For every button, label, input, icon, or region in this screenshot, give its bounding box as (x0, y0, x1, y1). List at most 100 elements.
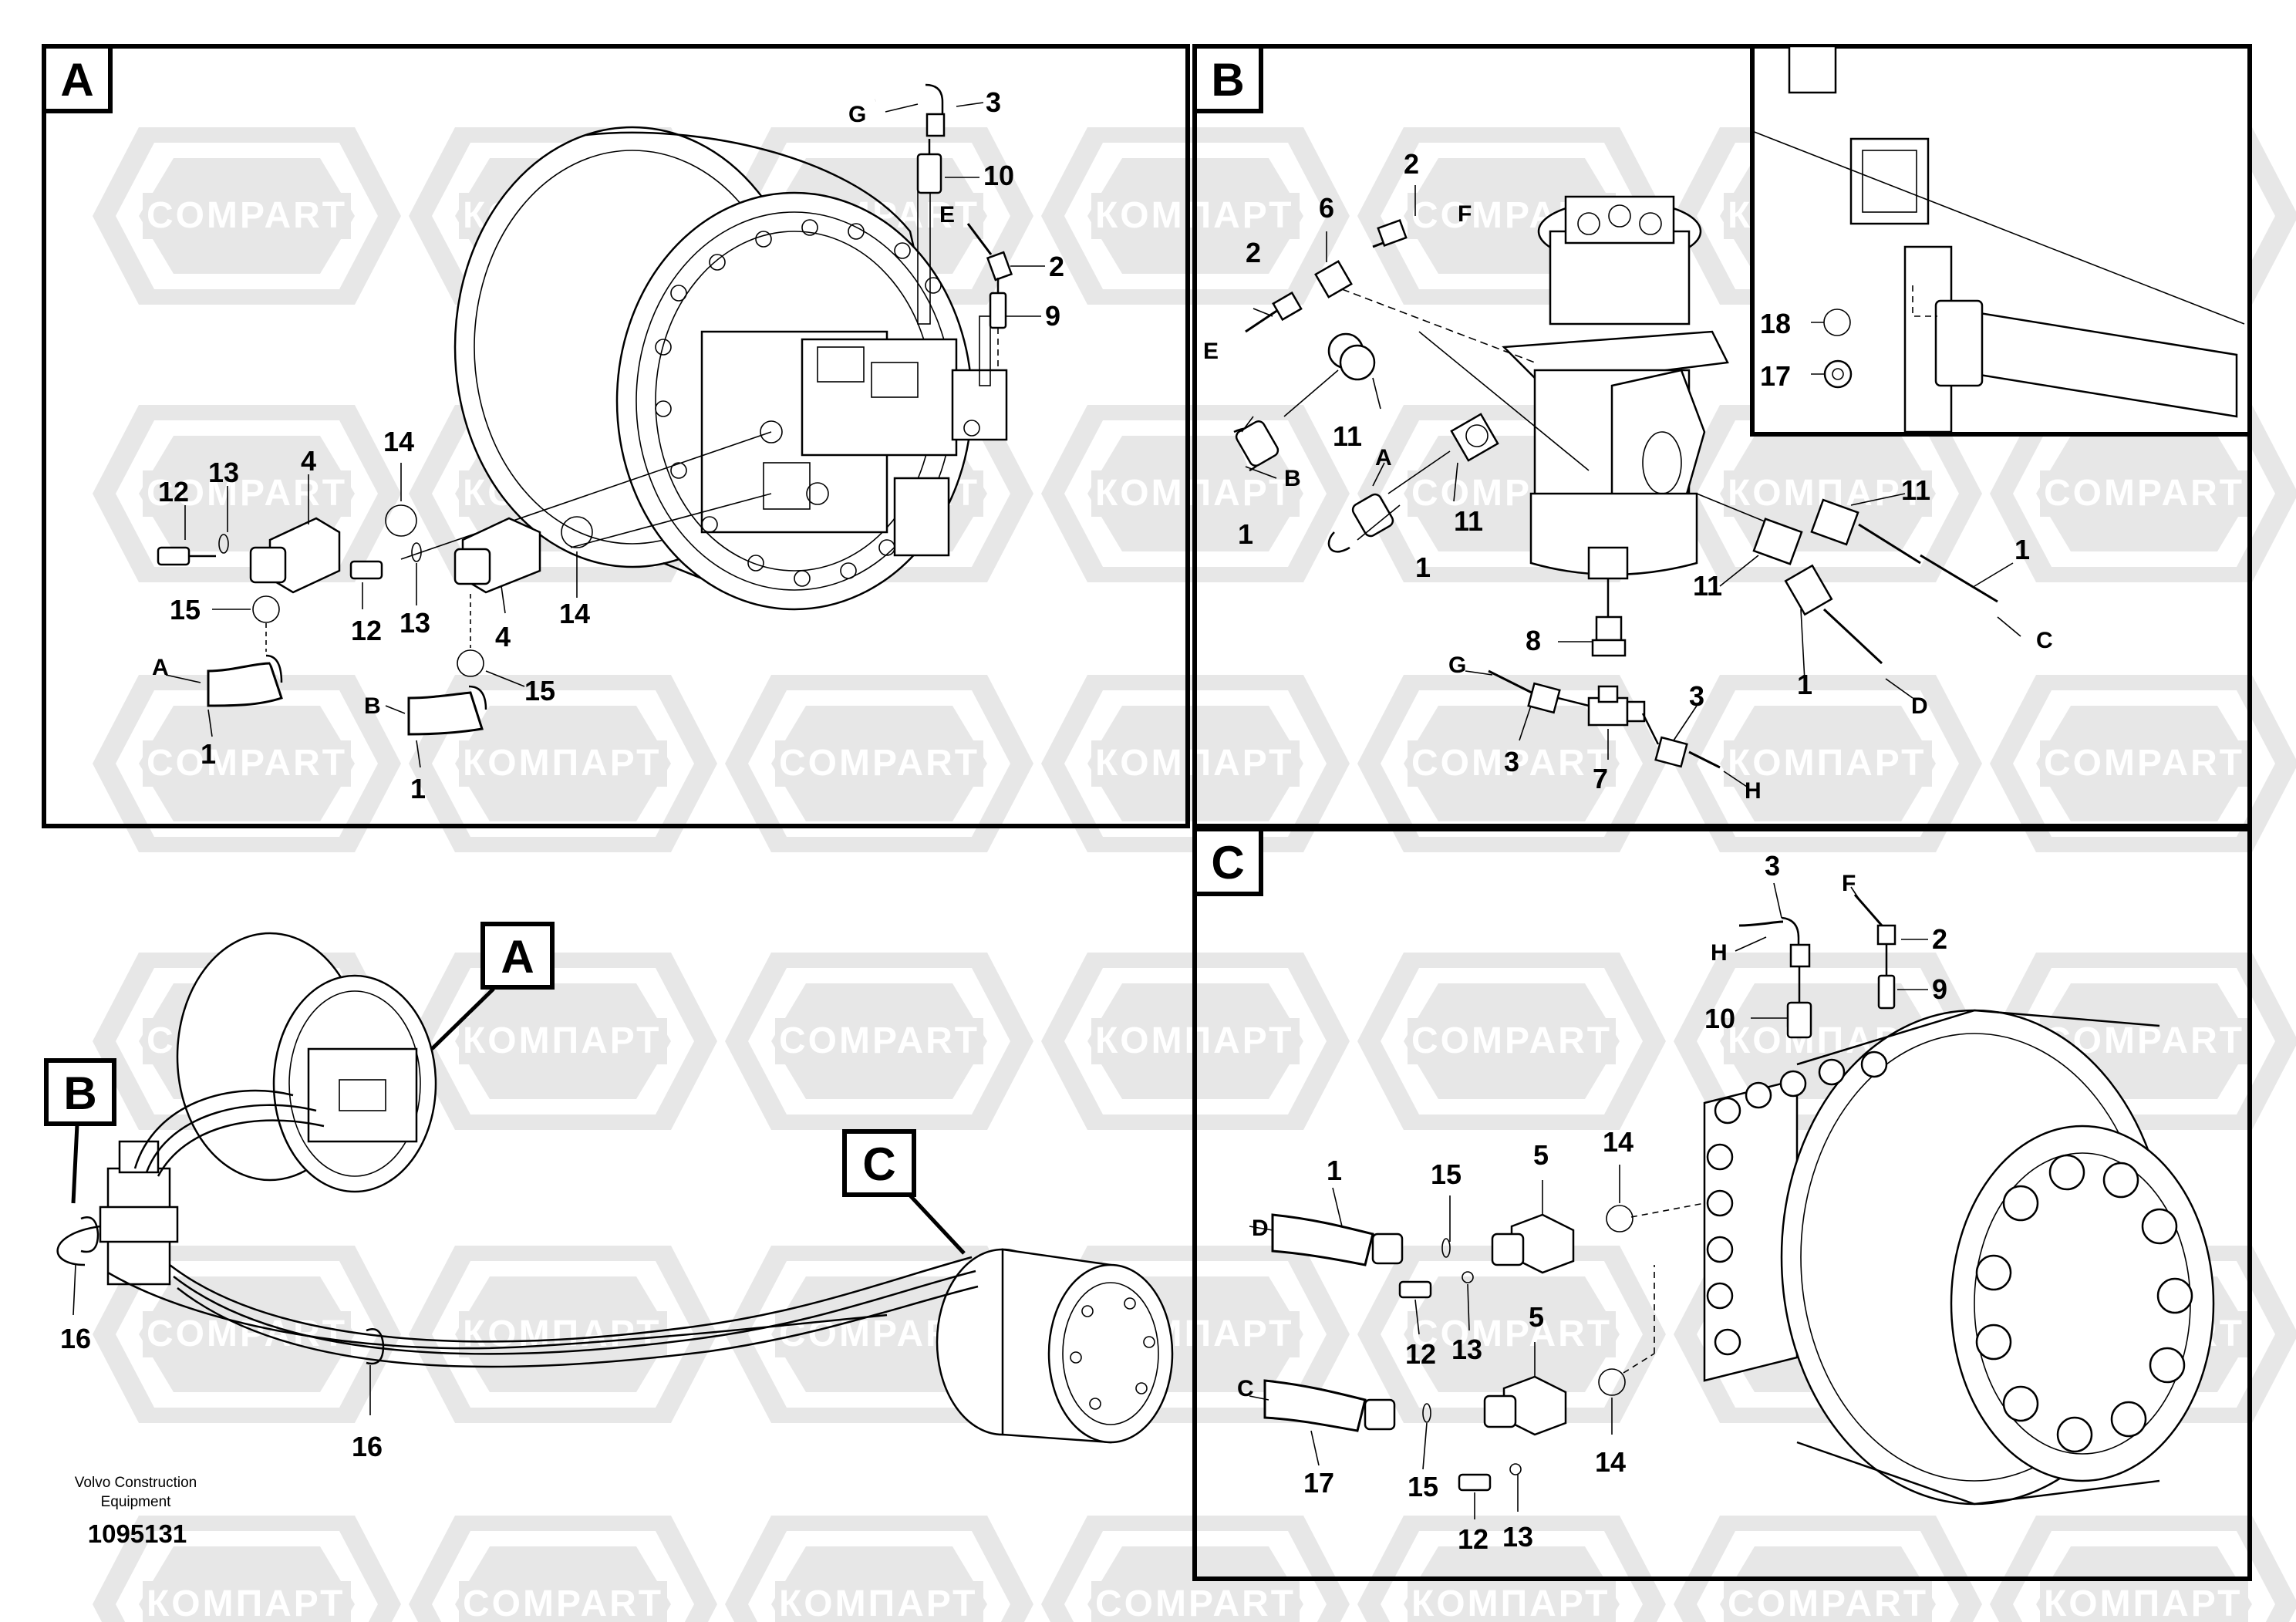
wm-kompart: КОМПАРТ (2044, 1583, 2242, 1622)
label-2: 2 (1404, 148, 1419, 180)
panel-c-badge (1192, 827, 1263, 896)
label-14: 14 (383, 426, 414, 457)
flange-group-left-a (157, 504, 417, 707)
wm-compart: COMPART (779, 1020, 979, 1061)
panel-a-labels: G 3 10 E 2 9 12 13 4 14 15 A 1 12 13 4 1… (152, 86, 1064, 804)
wm-compart: COMPART (147, 195, 347, 236)
label-17: 17 (1303, 1467, 1334, 1499)
label-2: 2 (1049, 251, 1064, 282)
label-1: 1 (1238, 518, 1253, 550)
label-13: 13 (400, 607, 430, 639)
panel-c-badge-label: C (1211, 837, 1244, 889)
label-1: 1 (2014, 534, 2030, 565)
label-16: 16 (352, 1431, 383, 1462)
label-h: H (1745, 778, 1762, 804)
label-b: B (1284, 466, 1301, 491)
overview-assembly: A B C 16 16 (44, 922, 1174, 1462)
panel-c-fittings (1263, 894, 1896, 1492)
footer: Volvo Construction Equipment 1095131 (75, 1475, 197, 1548)
wm-compart: COMPART (147, 1313, 347, 1354)
wm-kompart: КОМПАРТ (463, 1020, 661, 1061)
label-4: 4 (495, 621, 511, 653)
wm-kompart: КОМПАРТ (463, 743, 661, 784)
overview-callout-a-label: A (501, 931, 534, 983)
panel-a-badge-label: A (60, 54, 93, 106)
label-14: 14 (559, 598, 590, 629)
label-d: D (1252, 1216, 1269, 1241)
wm-compart: COMPART (463, 1583, 663, 1622)
label-b: B (364, 693, 381, 719)
label-10: 10 (983, 160, 1014, 191)
label-4: 4 (301, 445, 316, 477)
label-3: 3 (986, 86, 1001, 118)
panel-a-badge (42, 44, 113, 113)
label-14: 14 (1595, 1446, 1626, 1478)
label-15: 15 (170, 594, 201, 626)
label-13: 13 (208, 457, 239, 488)
label-11: 11 (1333, 420, 1362, 452)
overview-callout-b (44, 1058, 116, 1126)
panel-b-badge-label: B (1211, 54, 1244, 106)
wm-compart: COMPART (147, 473, 347, 514)
label-3: 3 (1504, 746, 1519, 777)
label-12: 12 (1458, 1523, 1489, 1555)
label-15: 15 (1431, 1158, 1462, 1190)
label-5: 5 (1533, 1139, 1549, 1171)
maker-line-2: Equipment (101, 1494, 172, 1510)
label-c: C (2036, 628, 2053, 653)
hose-fitting-3-a (875, 83, 946, 194)
wm-kompart: КОМПАРТ (1728, 743, 1926, 784)
overview-callout-c (842, 1129, 916, 1197)
wm-kompart: КОМПАРТ (1411, 1583, 1610, 1622)
label-17: 17 (1760, 360, 1791, 392)
label-9: 9 (1045, 300, 1060, 332)
label-5: 5 (1529, 1301, 1544, 1333)
label-1: 1 (201, 738, 216, 770)
label-1: 1 (1327, 1155, 1342, 1186)
label-7: 7 (1593, 763, 1608, 794)
label-6: 6 (1319, 192, 1334, 224)
label-13: 13 (1451, 1334, 1482, 1365)
label-a: A (1375, 445, 1392, 470)
panel-a-callout-leaders (165, 463, 578, 768)
wm-compart: COMPART (1411, 1313, 1612, 1354)
panel-a-leaders (400, 102, 1045, 560)
overview-callout-a (480, 922, 555, 990)
swivel-joint (1341, 195, 1782, 617)
label-16: 16 (60, 1323, 91, 1354)
panel-a-frame (42, 44, 1190, 828)
label-10: 10 (1704, 1003, 1735, 1034)
label-g: G (1448, 653, 1466, 678)
label-13: 13 (1502, 1521, 1533, 1553)
drawing-number: 1095131 (88, 1519, 187, 1548)
travel-motor-c (1703, 1009, 2215, 1506)
panel-b-labels: 2 F 6 2 E 11 B 1 A 11 1 11 11 1 C 1 D 8 … (1203, 148, 2053, 804)
label-1: 1 (1797, 669, 1812, 700)
overview-callout-b-label: B (63, 1067, 96, 1119)
panel-c: C (1192, 827, 2252, 1581)
maker-line-1: Volvo Construction (75, 1475, 197, 1491)
label-12: 12 (1405, 1338, 1436, 1370)
wm-compart: COMPART (1411, 743, 1612, 784)
label-f: F (1842, 871, 1856, 896)
label-c: C (1237, 1376, 1254, 1401)
label-2: 2 (1932, 923, 1947, 955)
wm-compart: COMPART (1095, 1583, 1296, 1622)
label-d: D (1911, 693, 1928, 719)
panel-c-frame (1192, 827, 2252, 1581)
wm-compart: COMPART (2044, 743, 2244, 784)
wm-compart: COMPART (779, 743, 979, 784)
label-3: 3 (1689, 680, 1704, 712)
label-18: 18 (1760, 308, 1791, 339)
label-11: 11 (1693, 570, 1722, 602)
label-8: 8 (1526, 625, 1541, 656)
hose-fitting-2-a (966, 223, 1013, 370)
label-12: 12 (158, 476, 189, 508)
panel-b-callout-leaders (1241, 185, 2021, 787)
label-e: E (1203, 339, 1219, 364)
label-11: 11 (1454, 505, 1483, 537)
label-1: 1 (1415, 551, 1431, 583)
panel-b-badge (1192, 44, 1263, 113)
panel-b: B 18 17 (1192, 44, 2252, 828)
